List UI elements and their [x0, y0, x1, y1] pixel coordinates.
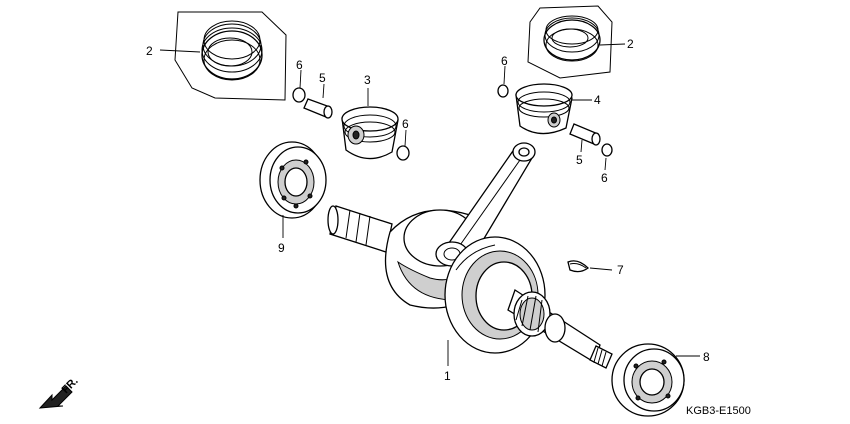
callout-5-right: 5 [576, 153, 583, 167]
callout-6-left-bottom: 6 [402, 117, 409, 131]
piston-pin-clip-left-top [292, 87, 306, 103]
woodruff-key [567, 260, 589, 273]
piston-pin-clip-right-bottom [601, 143, 613, 157]
piston-pin-left [303, 98, 333, 119]
callout-7: 7 [617, 263, 624, 277]
callout-3: 3 [364, 73, 371, 87]
piston-pin-clip-left-bottom [396, 145, 410, 161]
piston-pin-right [569, 123, 601, 146]
callout-6-left-top: 6 [296, 58, 303, 72]
bearing-left [259, 141, 327, 219]
front-direction-arrow-icon [38, 385, 73, 409]
callout-4: 4 [594, 93, 601, 107]
callout-5-left: 5 [319, 71, 326, 85]
callout-1: 1 [444, 369, 451, 383]
callout-6-right-top: 6 [501, 54, 508, 68]
crankshaft-assembly [327, 142, 613, 369]
callout-6-right-bottom: 6 [601, 171, 608, 185]
callout-8: 8 [703, 350, 710, 364]
diagram-code: KGB3-E1500 [686, 405, 751, 417]
callout-9: 9 [278, 241, 285, 255]
piston-ring-set-right [527, 5, 613, 79]
piston-left [341, 106, 399, 160]
piston-ring-set-left [174, 11, 287, 101]
callout-2-left: 2 [146, 44, 153, 58]
piston-right [515, 83, 573, 135]
bearing-right [611, 343, 685, 417]
callout-2-right: 2 [627, 37, 634, 51]
piston-pin-clip-right-top [497, 84, 509, 98]
